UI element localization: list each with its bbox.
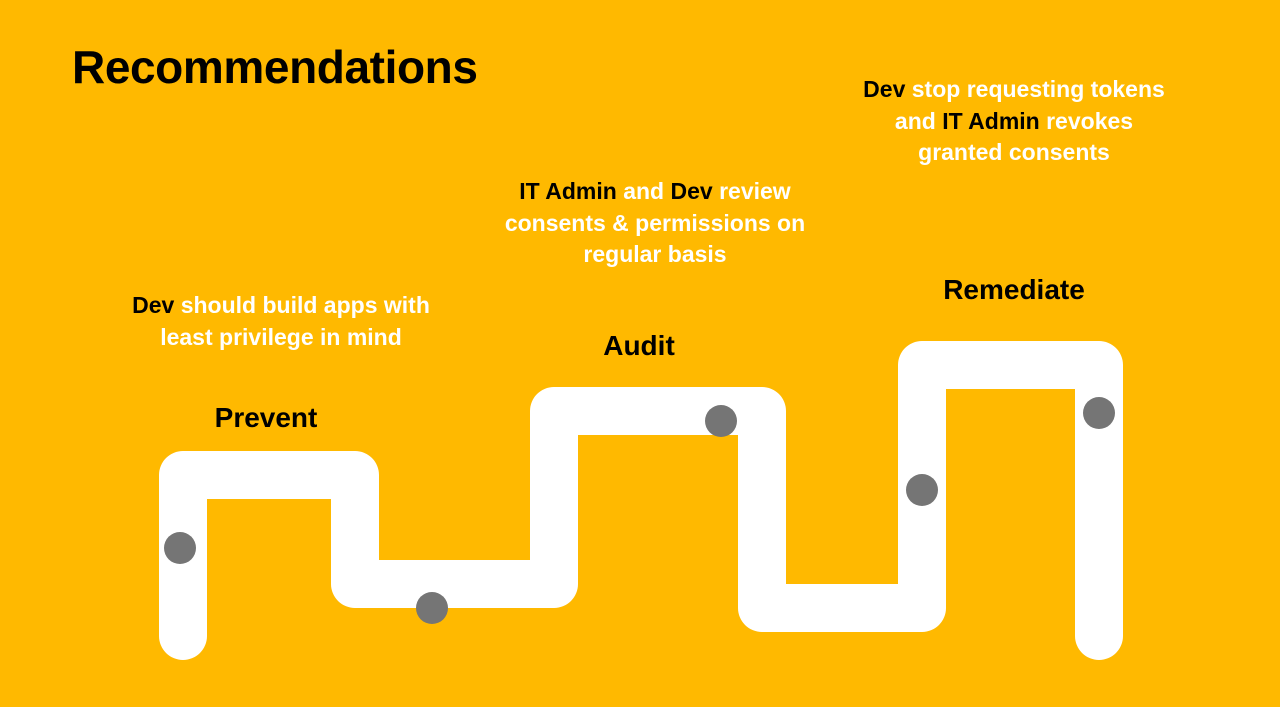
callout-text: least privilege in mind [160, 323, 402, 350]
callout-line: Dev stop requesting tokens [833, 74, 1195, 106]
callout-role-term: Dev [863, 76, 906, 102]
callout-line: IT Admin and Dev review [474, 176, 836, 208]
milestone-4-dot-icon [906, 474, 938, 506]
callout-text: stop requesting tokens [905, 76, 1165, 102]
callout-text: revokes [1039, 107, 1134, 134]
callout-text: consents & permissions on [504, 209, 806, 236]
callout-line: regular basis [474, 239, 836, 271]
milestone-3-dot-icon [705, 405, 737, 437]
stage-label-prevent: Prevent [214, 402, 318, 433]
callout-line: Dev should build apps with [100, 290, 462, 322]
callout-line: granted consents [833, 137, 1195, 169]
callout-text: and [894, 107, 943, 134]
callout-text: review [712, 178, 791, 204]
milestone-5-dot-icon [1083, 397, 1115, 429]
milestone-1-dot-icon [164, 532, 196, 564]
callout-role-term: IT Admin [519, 178, 617, 204]
stage-label-remediate: Remediate [943, 274, 1085, 305]
page-title: Recommendations [72, 41, 478, 93]
callout-role-term: Dev [132, 292, 175, 318]
callout-text: regular basis [583, 241, 727, 268]
callout-text: and [616, 178, 671, 204]
callout-role-term: Dev [670, 178, 713, 204]
callout-text: should build apps with [174, 292, 430, 318]
callout-line: consents & permissions on [474, 208, 836, 240]
callout-line: and IT Admin revokes [833, 106, 1195, 138]
callout-text: granted consents [918, 139, 1110, 166]
stage-label-audit: Audit [603, 330, 675, 361]
milestone-2-dot-icon [416, 592, 448, 624]
callout-line: least privilege in mind [100, 322, 462, 354]
callout-role-term: IT Admin [942, 107, 1040, 134]
